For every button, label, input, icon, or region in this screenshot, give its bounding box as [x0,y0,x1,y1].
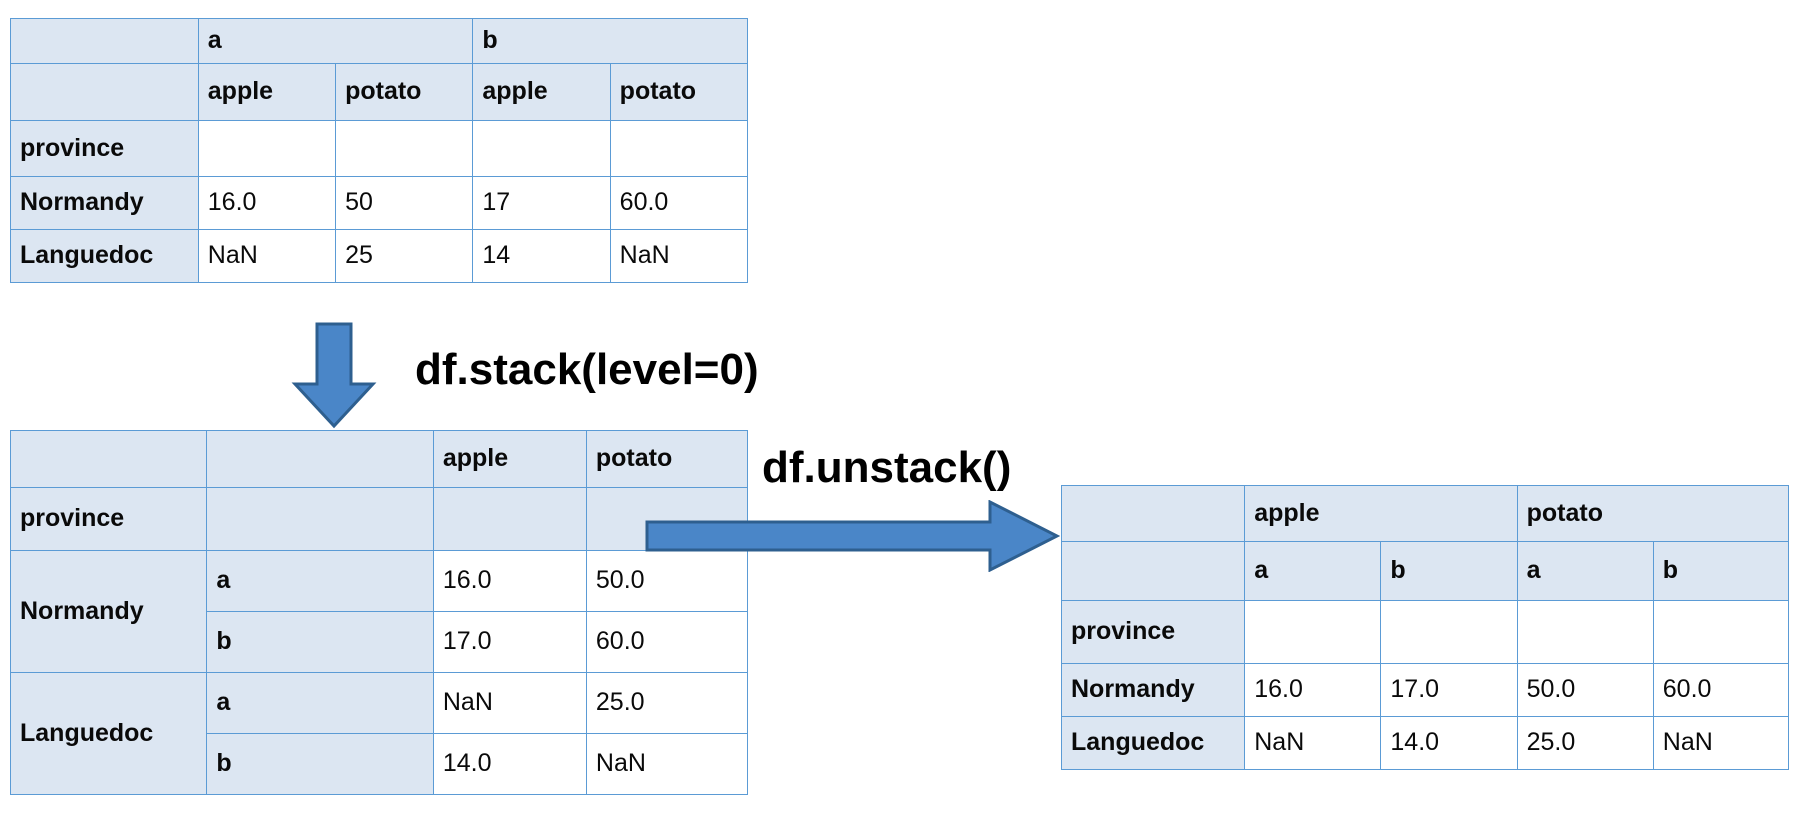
table-row-column-level0: a b [10,18,748,64]
cell-value: 17 [472,176,611,230]
table-row-column-header: apple potato [9,430,749,488]
cell-value: 14.0 [432,733,587,795]
index-name-label: province [10,120,199,177]
table-row: Languedoc a NaN 25.0 [9,672,749,795]
column-level0-potato: potato [1516,485,1790,542]
unstack-operation-label: df.unstack() [762,443,1012,492]
cell-value: NaN [197,229,337,283]
row-index-normandy: Normandy [9,550,208,673]
column-header-potato: potato [585,430,749,488]
row-level-a: a [206,550,434,612]
table-row-column-level1: a b a b [1060,541,1790,601]
cell-value: 25 [335,229,474,283]
column-header-potato-b: potato [609,63,749,121]
row-index-normandy: Normandy [10,176,199,230]
corner-cell-a [9,430,208,488]
column-level0-a: a [197,18,474,64]
corner-cell-b [206,430,434,488]
cell-value: 50.0 [1516,663,1654,717]
column-level0-b: b [472,18,748,64]
row-level-b: b [206,611,434,673]
column-header-apple-b: apple [472,63,611,121]
row-level-b: b [206,733,434,795]
corner-cell-level0 [10,18,199,64]
row-index-languedoc: Languedoc [9,672,208,795]
cell-value: NaN [1244,716,1382,770]
column-header-apple: apple [432,430,587,488]
empty-cell [197,120,337,177]
table-row-index-name: province [1060,600,1790,664]
cell-value: 14.0 [1380,716,1518,770]
empty-level-cell [206,487,434,551]
cell-value: 16.0 [432,550,587,612]
table-row: Normandy 16.0 50 17 60.0 [10,176,749,230]
column-header-a-potato: a [1516,541,1654,601]
cell-value: 25.0 [1516,716,1654,770]
table-row: b 17.0 60.0 [11,611,749,673]
empty-cell [335,120,474,177]
cell-value: 17.0 [432,611,587,673]
table-row-column-level0: apple potato [1060,485,1790,542]
row-index-languedoc: Languedoc [10,229,199,283]
table-row: Languedoc NaN 14.0 25.0 NaN [1060,716,1790,770]
unstacked-dataframe-table: apple potato a b a b province Normandy 1… [1060,485,1790,770]
cell-value: 60.0 [609,176,749,230]
arrow-down-icon [291,322,377,429]
table-row-column-level1: apple potato apple potato [10,63,749,121]
table-row: b 14.0 NaN [11,733,749,795]
table-row: Normandy 16.0 17.0 50.0 60.0 [1060,663,1790,717]
empty-cell [1380,600,1518,664]
cell-value: 17.0 [1380,663,1518,717]
empty-cell [1652,600,1790,664]
cell-value: NaN [609,229,749,283]
empty-cell [1516,600,1654,664]
row-index-languedoc: Languedoc [1060,716,1246,770]
arrow-right-icon [645,500,1060,572]
row-level-a: a [206,672,434,734]
original-dataframe-table: a b apple potato apple potato province N… [10,18,749,283]
index-name-label: province [1060,600,1246,664]
index-name-label: province [9,487,208,551]
empty-cell [609,120,749,177]
cell-value: 16.0 [1244,663,1382,717]
empty-cell [1244,600,1382,664]
corner-cell-level0 [1060,485,1246,542]
stacked-dataframe-table: apple potato province Normandy a 16.0 50… [9,430,749,795]
cell-value: NaN [585,733,749,795]
corner-cell-level1 [10,63,199,121]
column-header-potato-a: potato [335,63,474,121]
column-header-apple-a: apple [197,63,337,121]
row-index-normandy: Normandy [1060,663,1246,717]
cell-value: 16.0 [197,176,337,230]
cell-value: 25.0 [585,672,749,734]
table-row-index-name: province [10,120,749,177]
column-header-b-apple: b [1380,541,1518,601]
column-header-b-potato: b [1652,541,1790,601]
cell-value: 50 [335,176,474,230]
column-header-a-apple: a [1244,541,1382,601]
column-level0-apple: apple [1244,485,1518,542]
cell-value: 14 [472,229,611,283]
empty-cell [472,120,611,177]
stack-operation-label: df.stack(level=0) [415,345,759,394]
cell-value: 60.0 [1652,663,1790,717]
corner-cell-level1 [1060,541,1246,601]
cell-value: NaN [1652,716,1790,770]
empty-cell [432,487,587,551]
table-row-index-name: province [9,487,749,551]
cell-value: 60.0 [585,611,749,673]
table-row: Languedoc NaN 25 14 NaN [10,229,749,283]
table-row: Normandy a 16.0 50.0 [9,550,749,673]
cell-value: NaN [432,672,587,734]
